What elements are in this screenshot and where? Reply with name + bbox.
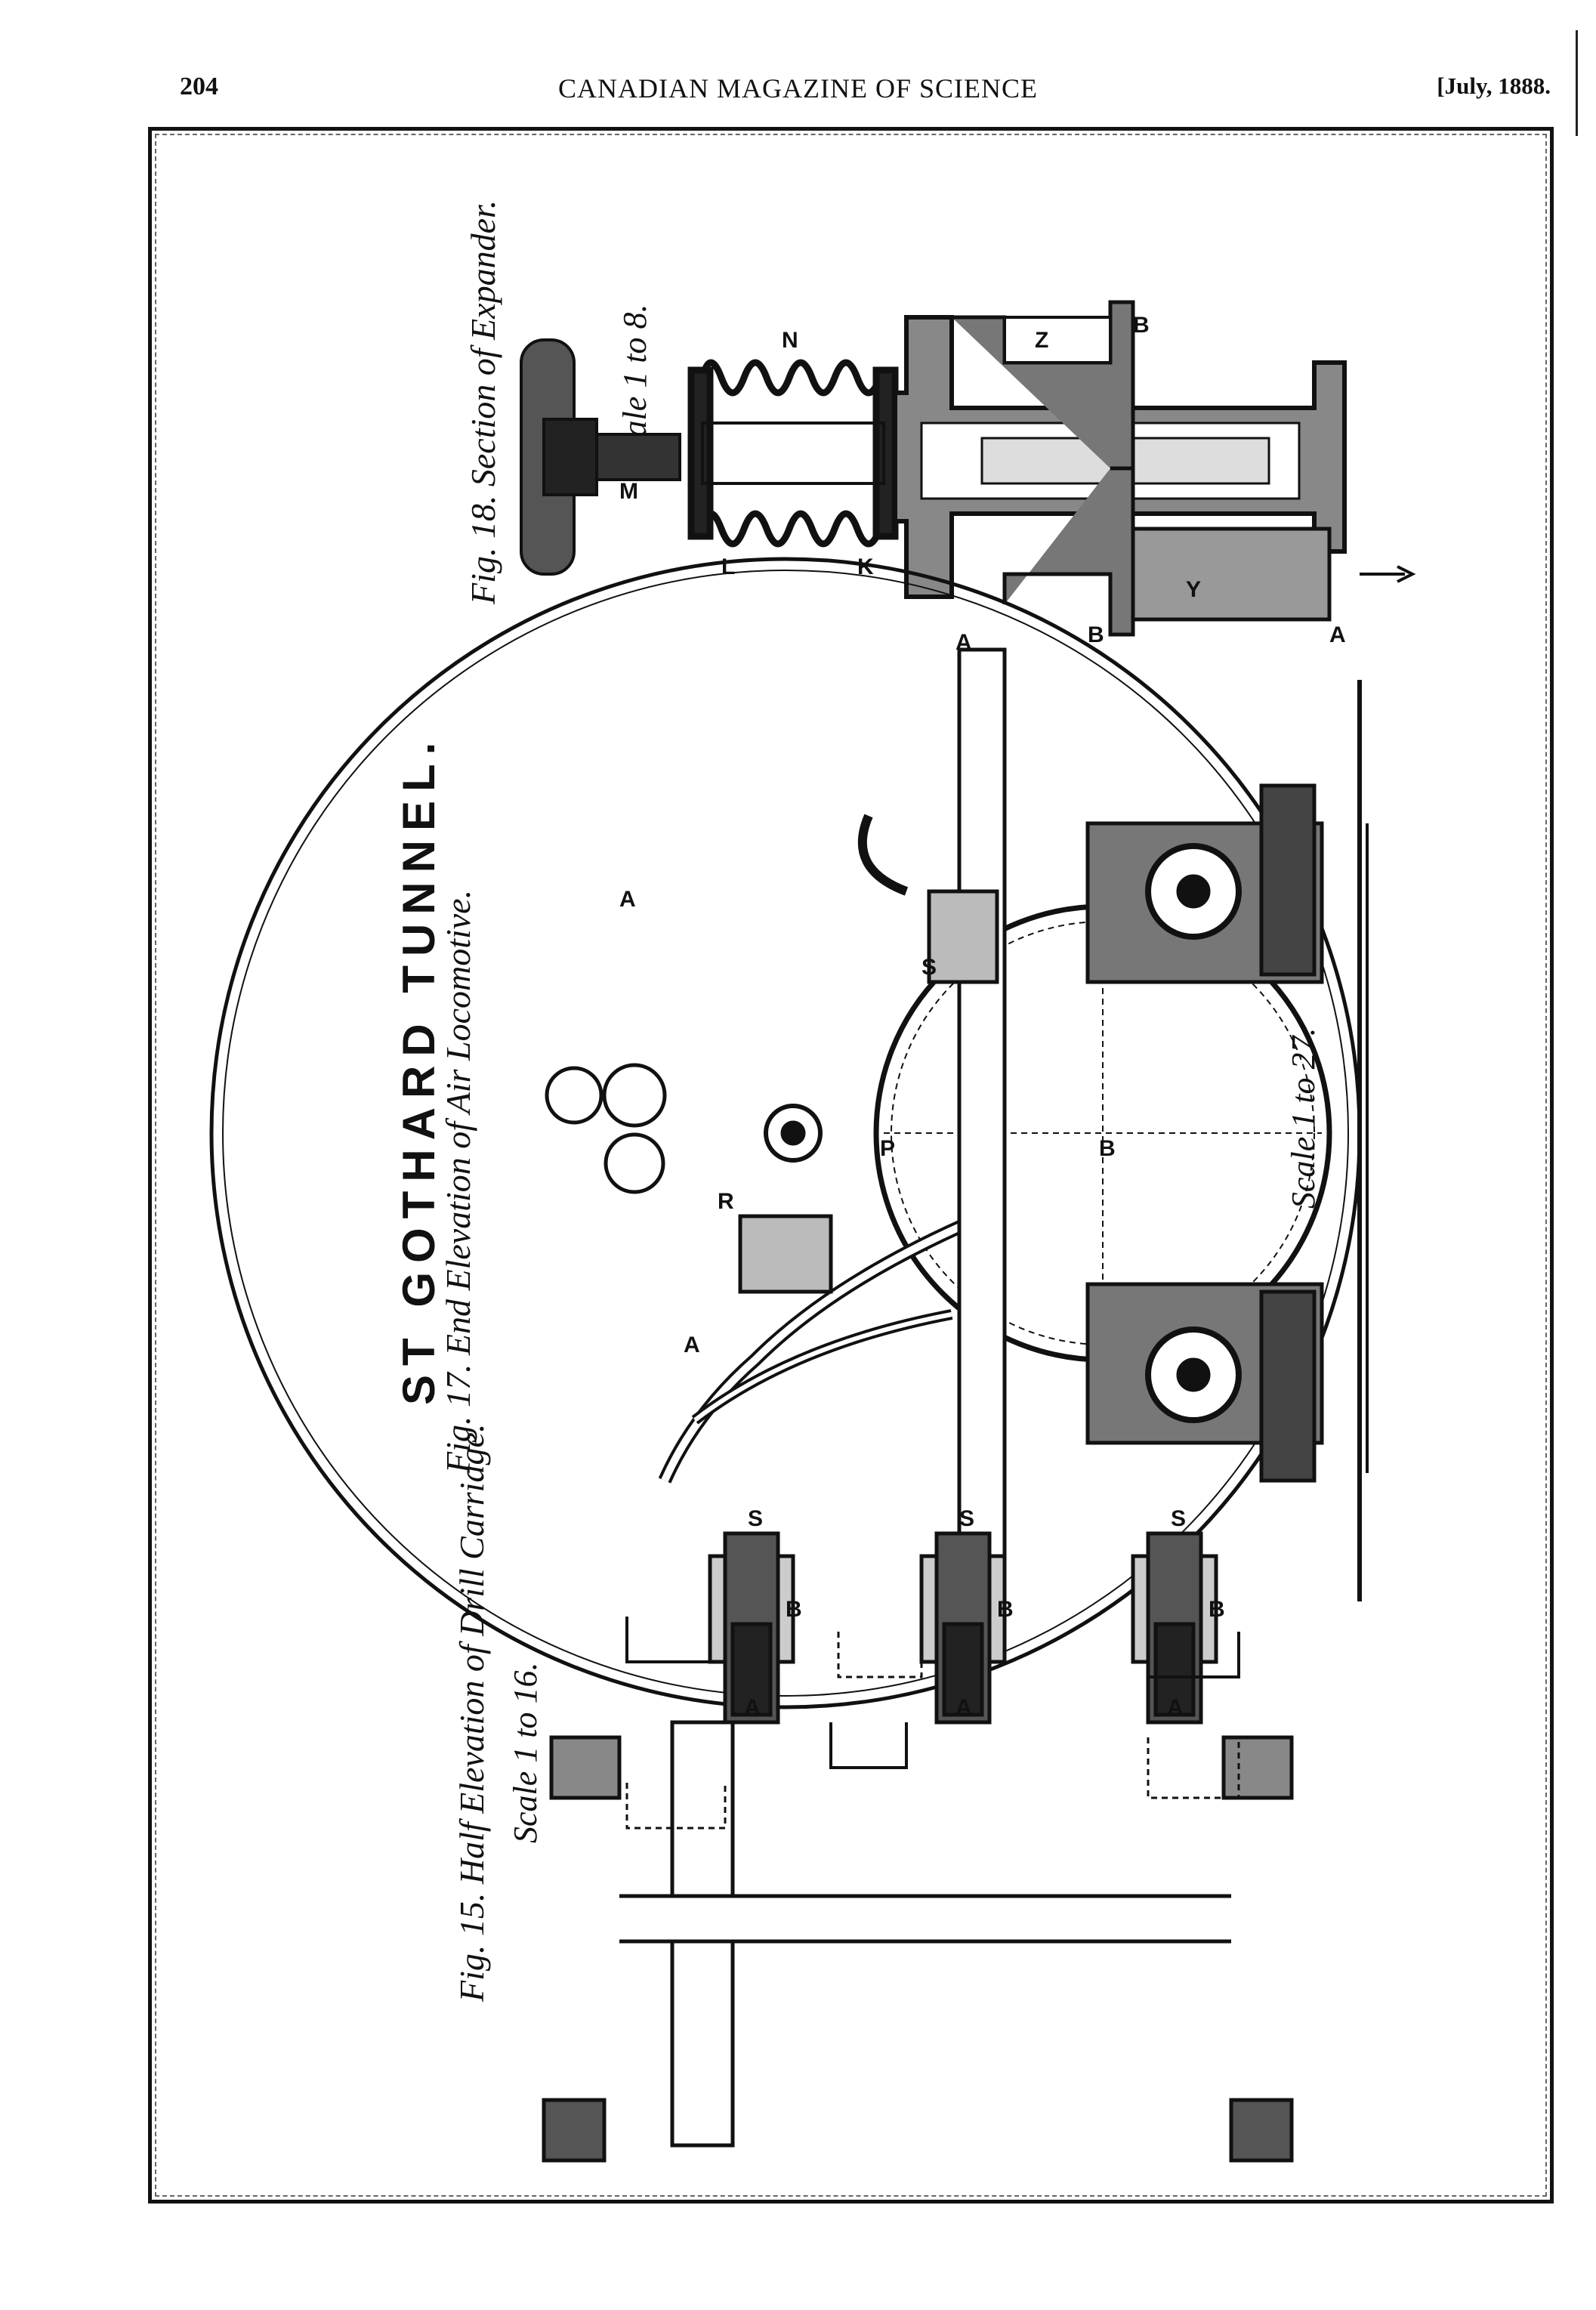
fig15-letter-B2: B <box>997 1597 1014 1622</box>
expander-spring <box>687 359 899 548</box>
page-header: 204 CANADIAN MAGAZINE OF SCIENCE [July, … <box>0 73 1596 103</box>
fig15-letter-S3: S <box>1171 1506 1186 1531</box>
fig15-letter-B3: B <box>1209 1597 1225 1622</box>
fig18-letter-M: M <box>619 479 638 504</box>
plate-title: ST GOTHARD TUNNEL. <box>394 733 444 1405</box>
valve-box-r <box>738 1214 833 1294</box>
drill-2 <box>919 1531 1007 1725</box>
fig17-letter-S: S <box>921 955 937 980</box>
pressure-gauge-2 <box>545 1066 604 1125</box>
running-title: CANADIAN MAGAZINE OF SCIENCE <box>558 73 1038 103</box>
fig18-letter-B1: B <box>1088 622 1104 647</box>
fig15-letter-A3: A <box>1167 1695 1184 1720</box>
fig15-scale: Scale 1 to 16. <box>507 1662 544 1843</box>
fig15-letters: A B S A B S A B S <box>744 1506 1225 1720</box>
fig17-letter-A2: A <box>619 887 636 912</box>
fig18-expander-drawing <box>520 300 1416 637</box>
fig17-letter-A1: A <box>684 1333 700 1357</box>
pressure-gauge-1 <box>602 1063 667 1128</box>
fig18-letter-B2: B <box>1133 313 1150 338</box>
wheel-bottom <box>1085 1282 1324 1483</box>
fig17-letter-P: P <box>880 1136 895 1161</box>
fig15-drill-carriage-drawing <box>542 1531 1294 2163</box>
fig18-letter-N: N <box>782 328 798 353</box>
fig15-letter-S1: S <box>748 1506 763 1531</box>
fig18-letter-K: K <box>857 554 874 579</box>
fig15-letter-A1: A <box>744 1695 761 1720</box>
edge-rule <box>1576 30 1578 136</box>
wheel-top <box>1085 783 1324 984</box>
plate-frame <box>148 127 1554 2203</box>
fig15-caption: Fig. 15. Half Elevation of Drill Carriag… <box>452 1424 491 2003</box>
fig18-letter-Y: Y <box>1186 577 1201 602</box>
issue-date: [July, 1888. <box>1437 73 1551 99</box>
fig17-letter-R: R <box>718 1189 734 1214</box>
drill-3 <box>1131 1531 1218 1725</box>
fig17-locomotive-drawing <box>209 557 1369 1709</box>
fig15-letter-B1: B <box>786 1597 802 1622</box>
valve-box-s <box>927 889 999 984</box>
fig15-letter-A2: A <box>955 1695 972 1720</box>
fig18-letter-A2: A <box>1329 622 1346 647</box>
drill-1 <box>708 1531 795 1725</box>
fig18-letter-Z: Z <box>1035 328 1048 353</box>
fig15-letter-S2: S <box>959 1506 974 1531</box>
fig17-caption: Fig. 17. End Elevation of Air Locomotive… <box>439 890 477 1474</box>
page-number: 204 <box>180 73 218 100</box>
fig17-letter-B: B <box>1099 1136 1116 1161</box>
fig18-letter-L: L <box>721 554 735 579</box>
frame-bar-top <box>957 647 1007 1611</box>
fig17-letters: A A B P R S <box>619 887 1116 1357</box>
pressure-gauge-3 <box>604 1132 665 1194</box>
expander-nut <box>542 418 598 496</box>
plate-title-block: ST GOTHARD TUNNEL. Fig. 17. End Elevatio… <box>394 200 1322 2003</box>
fig18-caption: Fig. 18. Section of Expander. <box>464 200 502 605</box>
